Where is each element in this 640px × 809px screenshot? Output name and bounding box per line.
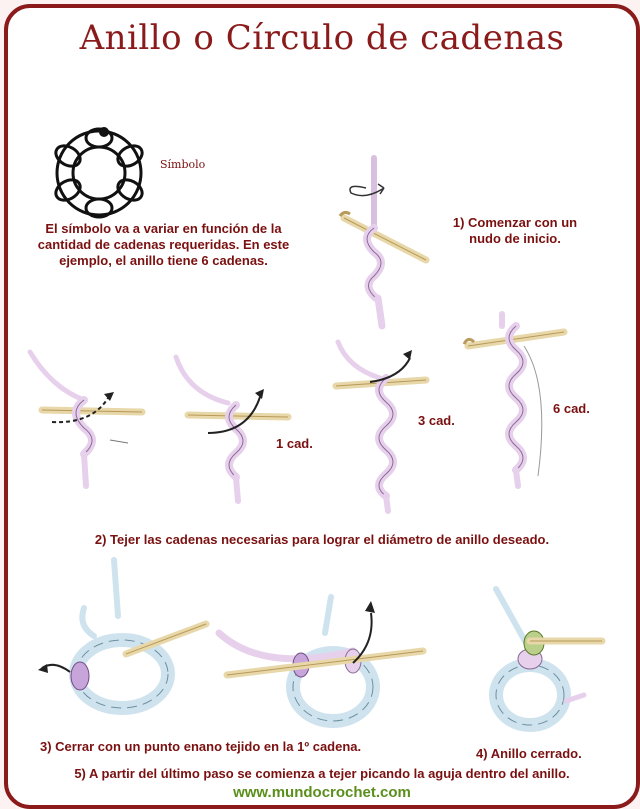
label-3-cad: 3 cad. [418, 413, 455, 428]
page-title: Anillo o Círculo de cadenas [79, 18, 565, 58]
label-6-cad: 6 cad. [553, 401, 590, 416]
chain-6-illustration [462, 311, 568, 489]
chain-1-illustration [173, 354, 292, 504]
slip-stitch-illustration [215, 594, 427, 728]
chain-3-illustration [332, 339, 430, 514]
step-2-text: 2) Tejer las cadenas necesarias para log… [94, 532, 550, 547]
label-1-cad: 1 cad. [276, 436, 313, 451]
close-ring-illustration [38, 557, 210, 715]
step-4-text: 4) Anillo cerrado. [476, 746, 582, 761]
chain-ring-symbol-icon [54, 127, 144, 219]
step-1-text: 1) Comenzar con un nudo de inicio. [452, 215, 578, 246]
website-link[interactable]: www.mundocrochet.com [233, 784, 411, 801]
symbol-label: Símbolo [160, 158, 206, 171]
step-5-text: 5) A partir del último paso se comienza … [74, 766, 570, 781]
chain-start-illustration [27, 349, 146, 489]
symbol-description: El símbolo va a variar en función de la … [37, 221, 290, 268]
page-frame: Anillo o Círculo de cadenas Símbolo El s… [4, 4, 640, 809]
step-3-text: 3) Cerrar con un punto enano tejido en l… [40, 739, 362, 754]
slip-knot-illustration [338, 155, 430, 330]
closed-ring-illustration [489, 586, 606, 732]
